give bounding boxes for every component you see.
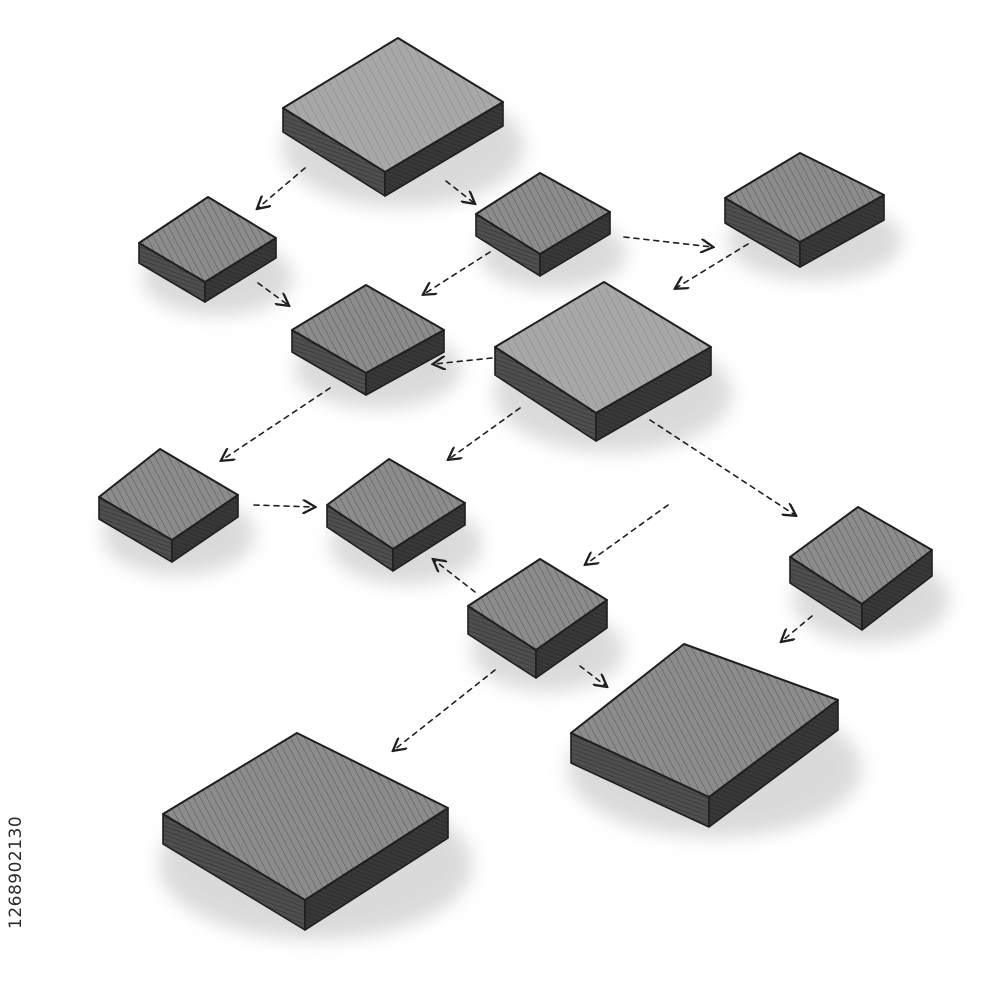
block-mid-row3 [326, 458, 466, 572]
connector-arrow-center-to-mid-left [434, 358, 493, 364]
connector-arrow-center-to-mid-row3 [449, 407, 521, 459]
block-bottom-left [162, 732, 449, 931]
block-top-face-hatching [326, 458, 466, 550]
block-top-face-hatching [282, 37, 504, 173]
block-upper-right [724, 152, 885, 268]
block-right-row4 [789, 506, 933, 631]
connector-arrow-upper-left-to-mid-left [257, 282, 288, 305]
block-center [494, 281, 712, 442]
block-top-face-hatching [291, 284, 445, 374]
connector-arrow-lower-mid-to-lower-right [579, 665, 606, 686]
block-top-face-hatching [570, 643, 839, 798]
block-top-face-hatching [789, 506, 933, 605]
block-top-face-hatching [98, 448, 239, 541]
blocks [98, 37, 933, 931]
block-upper-left [138, 196, 277, 303]
connector-arrow-center-to-right [649, 419, 795, 515]
connector-arrow-upper-mid-to-right [623, 236, 712, 247]
block-top-large [282, 37, 504, 197]
block-top-face-hatching [162, 732, 449, 901]
connector-arrow-left-row3-to-mid-row3 [253, 505, 314, 507]
connector-arrow-top-to-upper-left [258, 167, 306, 208]
connector-arrow-lower-mid-to-mid-row3 [434, 560, 476, 593]
connector-arrow-upper-mid-to-mid-left [424, 251, 491, 294]
block-left-row3 [98, 448, 239, 563]
block-top-face-hatching [724, 152, 885, 243]
stock-id-watermark: 1268902130 [6, 815, 26, 930]
block-top-face-hatching [475, 172, 611, 255]
connector-arrow-right-row4-to-lower-right [782, 615, 813, 641]
connector-arrow-lower-mid-to-bottom-left [394, 669, 496, 750]
connector-arrow-mid-left-to-left-row3 [222, 387, 331, 460]
block-top-face-hatching [467, 558, 608, 651]
connector-arrow-top-to-upper-mid [445, 180, 474, 203]
block-mid-left [291, 284, 445, 396]
connector-arrow-to-lower-mid [586, 504, 669, 564]
block-top-face-hatching [494, 281, 712, 414]
block-upper-mid [475, 172, 611, 277]
block-lower-right [570, 643, 839, 828]
block-lower-mid [467, 558, 608, 679]
block-top-face-hatching [138, 196, 277, 283]
connector-arrow-right-to-center [676, 243, 749, 288]
connectors [222, 167, 813, 750]
